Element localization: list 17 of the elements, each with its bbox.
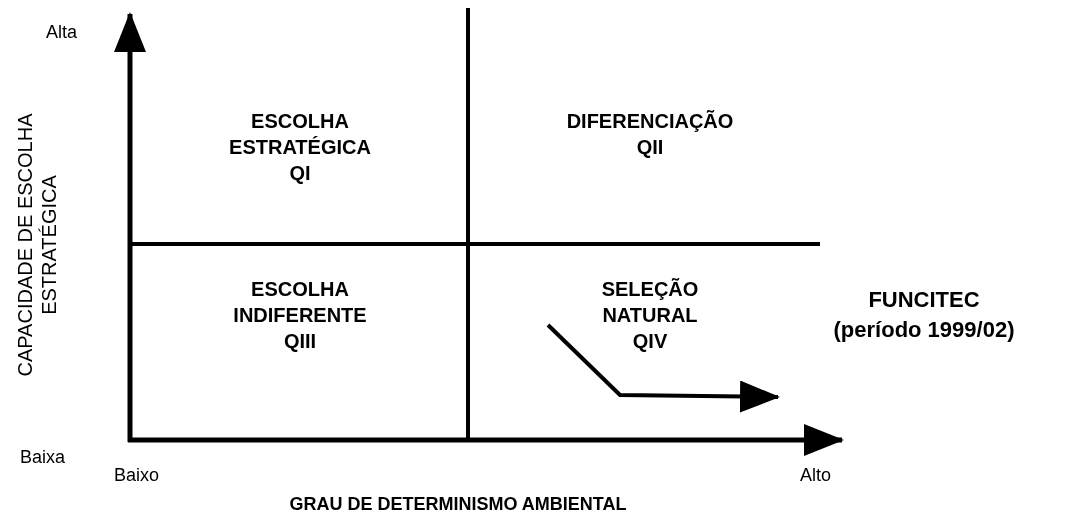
axis-tick-label: Baixa: [20, 447, 66, 468]
quadrant-title: SELEÇÃO NATURAL: [600, 277, 700, 328]
axis-tick-label: Alta: [46, 22, 78, 43]
axis-tick-label: Baixo: [114, 465, 160, 486]
arrow: [546, 323, 780, 413]
quadrant-title: ESCOLHA ESTRATÉGICA: [228, 109, 372, 160]
axis-title: GRAU DE DETERMINISMO AMBIENTAL: [289, 494, 627, 512]
quadrant-title: QIII: [282, 329, 318, 354]
quadrant-title: ESCOLHA INDIFERENTE: [232, 277, 368, 328]
note-text: (período 1999/02): [832, 316, 1016, 344]
note-text: FUNCITEC: [867, 286, 981, 314]
quadrant-title: QI: [288, 161, 312, 186]
axis-tick-label: Alto: [800, 465, 832, 486]
quadrant-title: QIV: [631, 329, 669, 354]
quadrant-title: QII: [635, 135, 665, 160]
axis-title: CAPACIDADE DE ESCOLHA ESTRATÉGICA: [13, 112, 61, 379]
quadrant-title: DIFERENCIAÇÃO: [565, 109, 735, 134]
